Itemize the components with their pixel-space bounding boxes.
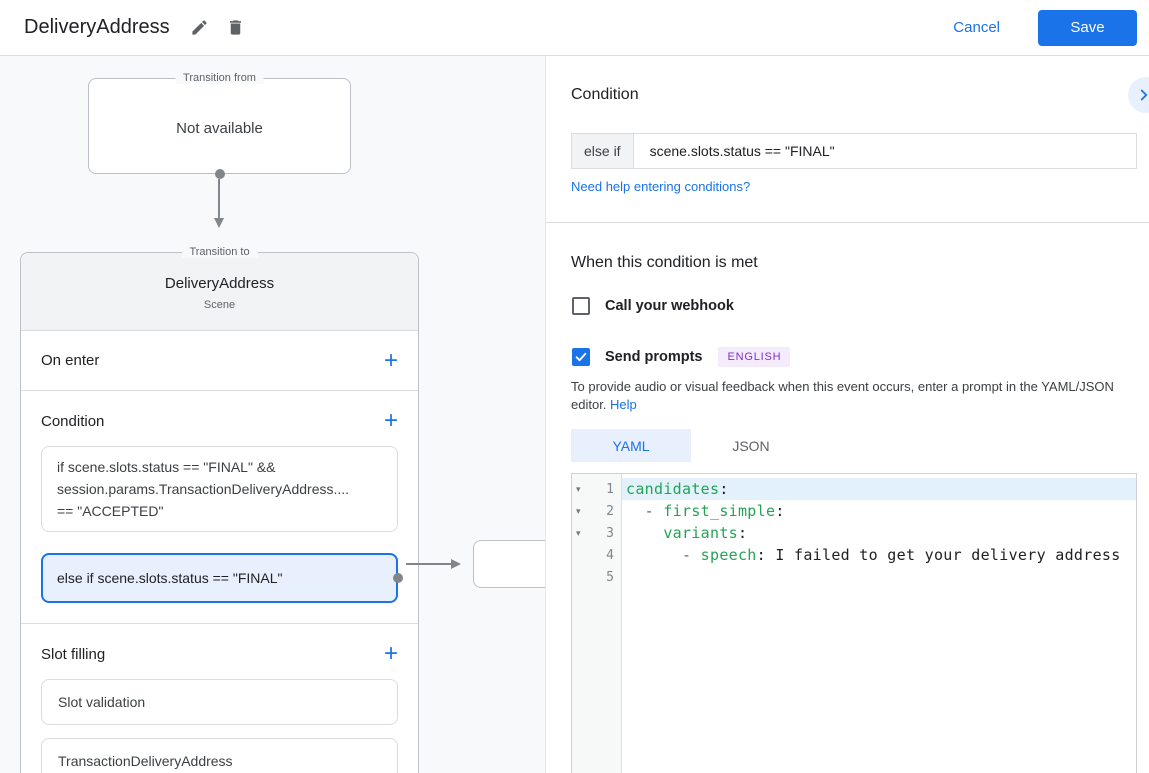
- condition-prefix: else if: [572, 134, 634, 168]
- add-on-enter-button[interactable]: +: [383, 346, 398, 374]
- cancel-button[interactable]: Cancel: [947, 18, 1006, 37]
- transition-from-value: Not available: [176, 120, 263, 137]
- connector-dot: [214, 169, 225, 179]
- delete-icon[interactable]: [218, 10, 254, 46]
- line-number: 2: [606, 503, 614, 519]
- fold-icon[interactable]: ▾: [576, 505, 581, 516]
- yaml-editor[interactable]: ▾ 1 ▾ 2 ▾ 3 4 5 candidates: - first_simple:…: [571, 473, 1137, 773]
- webhook-label: Call your webhook: [605, 298, 734, 314]
- on-enter-title: On enter: [41, 352, 100, 369]
- fold-icon[interactable]: ▾: [576, 483, 581, 494]
- top-bar: DeliveryAddress Cancel Save: [0, 0, 1149, 56]
- hint-help-link[interactable]: Help: [610, 396, 637, 412]
- when-met-heading: When this condition is met: [571, 254, 758, 271]
- slot-filling-title: Slot filling: [41, 645, 106, 663]
- language-badge: ENGLISH: [718, 347, 791, 367]
- send-prompts-checkbox[interactable]: [572, 348, 590, 366]
- condition-value[interactable]: scene.slots.status == "FINAL": [649, 143, 835, 159]
- transition-from-label: Transition from: [175, 72, 264, 84]
- save-button[interactable]: Save: [1038, 9, 1137, 46]
- editor-gutter: ▾ 1 ▾ 2 ▾ 3 4 5: [572, 474, 622, 773]
- tab-yaml[interactable]: YAML: [571, 429, 691, 462]
- send-prompts-row: Send prompts ENGLISH: [572, 347, 791, 367]
- line-number: 3: [606, 525, 614, 541]
- scene-name: DeliveryAddress: [164, 275, 275, 292]
- add-slot-button[interactable]: +: [383, 640, 398, 667]
- slot-card[interactable]: TransactionDeliveryAddress: [41, 738, 398, 773]
- transition-target-node[interactable]: [473, 540, 545, 588]
- condition-card[interactable]: if scene.slots.status == "FINAL" && sess…: [41, 446, 398, 532]
- line-number: 1: [606, 481, 614, 497]
- condition-detail-panel: Condition else if scene.slots.status == …: [546, 56, 1149, 773]
- send-prompts-label: Send prompts: [605, 349, 703, 365]
- editor-hint: To provide audio or visual feedback when…: [571, 379, 1114, 412]
- slot-filling-section: Slot filling + Slot validation Transacti…: [21, 624, 418, 773]
- condition-card-selected[interactable]: else if scene.slots.status == "FINAL": [41, 553, 403, 603]
- transition-from-node: Transition from Not available: [88, 72, 351, 179]
- editor-tabs: YAML JSON: [571, 429, 811, 462]
- code-line: variants:: [663, 524, 748, 542]
- condition-section: Condition + if scene.slots.status == "FI…: [21, 391, 418, 624]
- connector-arrow-down: [214, 179, 224, 228]
- panel-condition-heading: Condition: [571, 86, 639, 103]
- editor-code-area[interactable]: candidates: - first_simple: variants: - …: [622, 474, 1136, 773]
- line-number: 4: [606, 547, 614, 563]
- divider: [546, 222, 1149, 223]
- line-number: 5: [606, 569, 614, 585]
- code-line: - speech: I failed to get your delivery …: [626, 546, 1121, 564]
- connector-dot: [393, 573, 403, 583]
- tab-json[interactable]: JSON: [732, 437, 770, 454]
- page-title: DeliveryAddress: [24, 16, 170, 38]
- chevron-right-icon[interactable]: [1128, 77, 1149, 113]
- code-line: - first_simple:: [626, 502, 785, 520]
- condition-input[interactable]: else if scene.slots.status == "FINAL": [571, 133, 1137, 169]
- fold-icon[interactable]: ▾: [576, 527, 581, 538]
- webhook-row: Call your webhook: [572, 297, 734, 315]
- edit-icon[interactable]: [182, 10, 218, 46]
- on-enter-row: On enter +: [21, 331, 418, 391]
- flow-canvas: Transition from Not available Transition…: [0, 56, 546, 773]
- connector-arrow-right: [406, 559, 461, 569]
- scene-type: Scene: [203, 299, 236, 311]
- webhook-checkbox[interactable]: [572, 297, 590, 315]
- code-line: candidates:: [622, 478, 1136, 500]
- slot-card[interactable]: Slot validation: [41, 679, 398, 725]
- scene-node: Transition to DeliveryAddress Scene On e…: [20, 246, 419, 773]
- condition-help-link[interactable]: Need help entering conditions?: [571, 179, 751, 194]
- condition-title: Condition: [41, 412, 105, 430]
- transition-to-label: Transition to: [181, 246, 258, 258]
- scene-header[interactable]: DeliveryAddress Scene: [21, 253, 418, 331]
- code-line: [622, 566, 1136, 588]
- add-condition-button[interactable]: +: [383, 407, 398, 434]
